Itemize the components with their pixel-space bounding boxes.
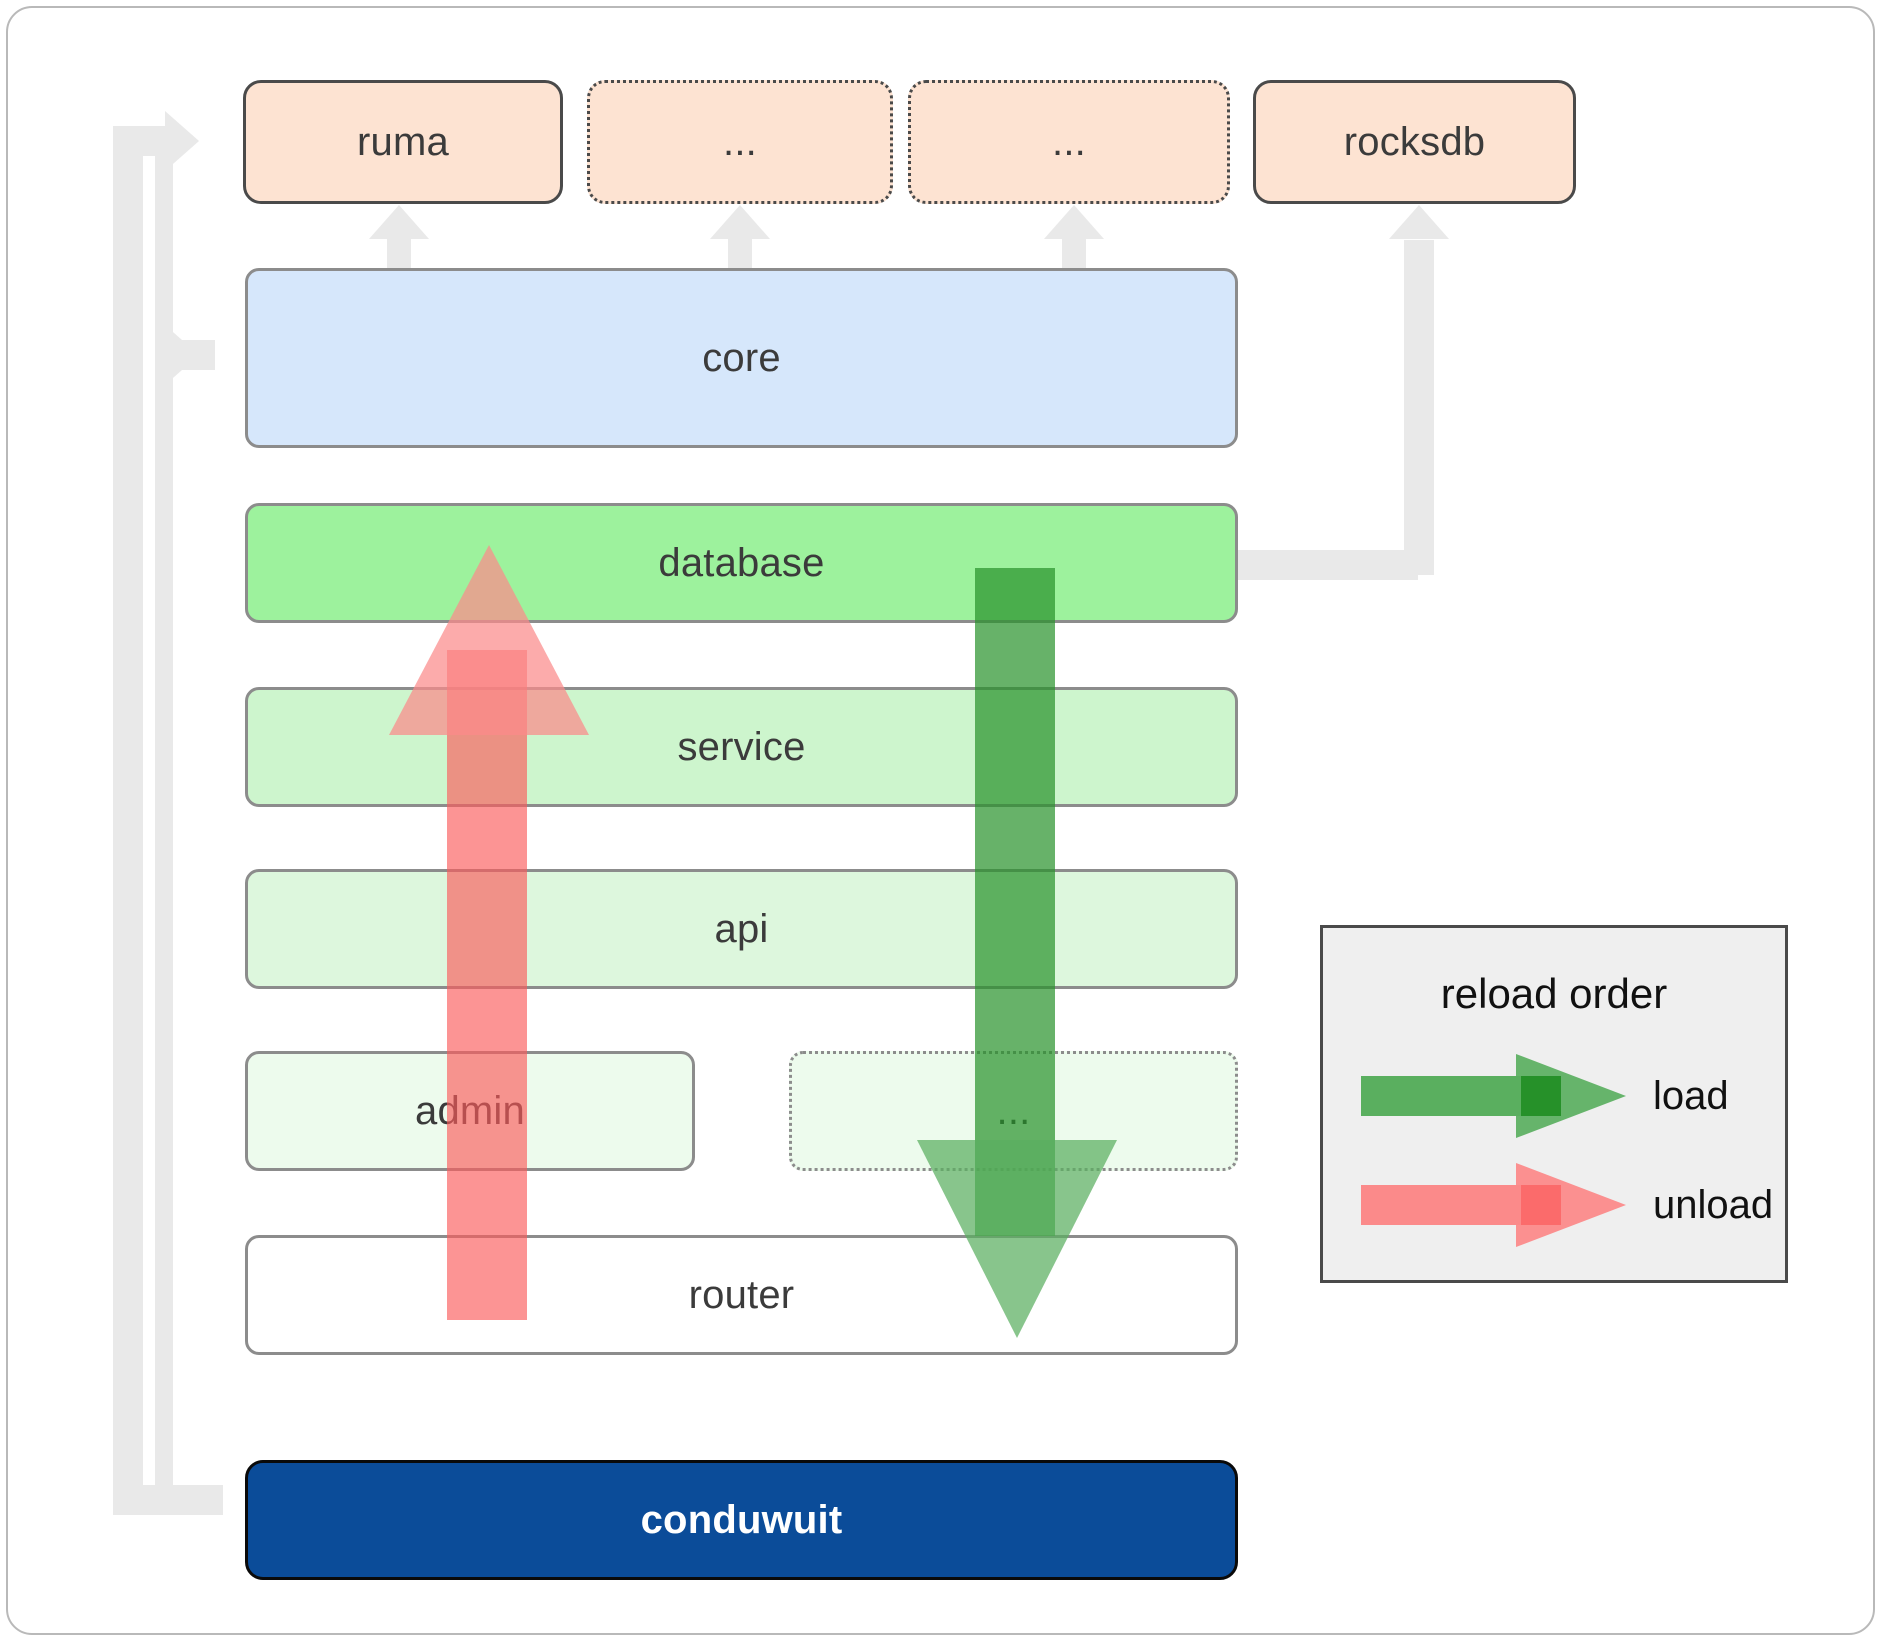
gray-trunk-bottom: [113, 1485, 223, 1515]
dependency-ruma[interactable]: ruma: [243, 80, 563, 204]
dependency-rocksdb[interactable]: rocksdb: [1253, 80, 1576, 204]
unload-arrow-shaft: [447, 650, 527, 1320]
gray-core-to-dep3-arrow: [1044, 205, 1104, 239]
legend-load-label: load: [1653, 1074, 1729, 1118]
layer-database-label: database: [658, 540, 825, 585]
layer-router-label: router: [688, 1272, 795, 1317]
gray-branch-core-vertical: [155, 126, 173, 1486]
legend-unload-shaft-dark: [1521, 1185, 1561, 1225]
dependency-rocksdb-label: rocksdb: [1343, 119, 1486, 164]
layer-core-label: core: [702, 335, 781, 380]
dependency-ellipsis-1[interactable]: ...: [587, 80, 893, 204]
gray-arrow-core: [165, 325, 199, 385]
legend-unload-label: unload: [1653, 1183, 1774, 1227]
gray-db-to-rocksdb-arrow: [1389, 205, 1449, 239]
layer-core[interactable]: core: [245, 268, 1238, 448]
load-arrow-head: [917, 1140, 1117, 1338]
dependency-ellipsis-2[interactable]: ...: [908, 80, 1230, 204]
dependency-ellipsis-2-label: ...: [1052, 119, 1086, 164]
dependency-ellipsis-1-label: ...: [723, 119, 757, 164]
diagram-frame: [6, 6, 1875, 1635]
legend-box: reload order load unload: [1320, 925, 1788, 1283]
legend-load-shaft-dark: [1521, 1076, 1561, 1116]
layer-api-label: api: [714, 906, 769, 951]
root-conduwuit[interactable]: conduwuit: [245, 1460, 1238, 1580]
dependency-ruma-label: ruma: [357, 119, 449, 164]
gray-core-to-dep2-arrow: [710, 205, 770, 239]
gray-db-to-rocksdb-horizontal: [1228, 550, 1418, 580]
layer-api[interactable]: api: [245, 869, 1238, 989]
root-conduwuit-label: conduwuit: [640, 1497, 843, 1542]
legend-title: reload order: [1440, 970, 1668, 1017]
gray-trunk-vertical: [113, 126, 143, 1515]
unload-arrow-head: [389, 545, 589, 735]
gray-db-to-rocksdb-vertical: [1404, 240, 1434, 575]
layer-service-label: service: [677, 724, 806, 769]
load-arrow-shaft: [975, 568, 1055, 1236]
gray-core-to-ruma-arrow: [369, 205, 429, 239]
